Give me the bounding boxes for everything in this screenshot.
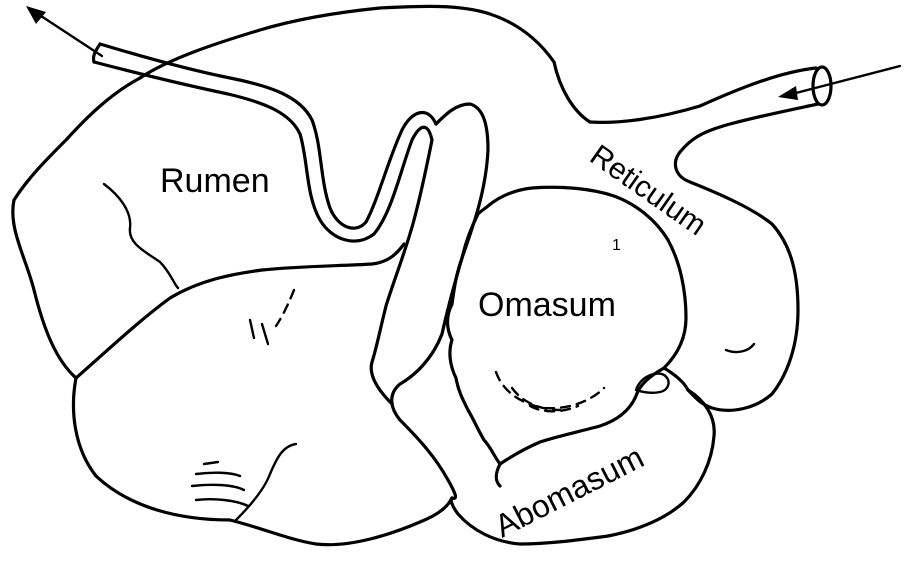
- esophagus-tube: [590, 67, 831, 152]
- outflow-arrow: [26, 6, 102, 56]
- marker-label: 1: [612, 237, 621, 254]
- rumen-body: [13, 6, 554, 544]
- rumen-label: Rumen: [160, 162, 270, 200]
- omasum-body: [448, 187, 687, 464]
- reticulum-label: Reticulum: [584, 139, 712, 243]
- omasum-label: Omasum: [478, 286, 616, 324]
- reticulum-body: [554, 62, 798, 410]
